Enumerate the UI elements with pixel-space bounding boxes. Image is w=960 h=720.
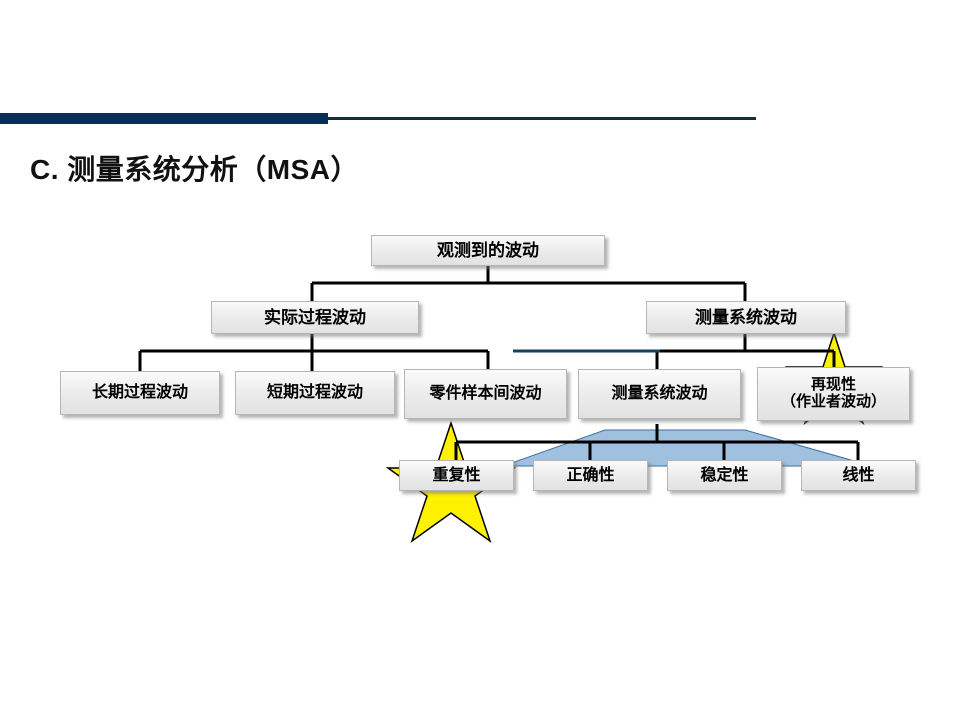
- node-linearity[interactable]: 线性: [801, 460, 916, 491]
- node-observed-variation[interactable]: 观测到的波动: [371, 235, 605, 266]
- node-part-to-part-variation[interactable]: 零件样本间波动: [404, 369, 567, 419]
- node-label: 线性: [842, 466, 875, 484]
- node-label: 观测到的波动: [437, 240, 539, 260]
- page-title: C. 测量系统分析（MSA）: [30, 154, 360, 185]
- node-label: 稳定性: [700, 466, 749, 484]
- header-accent-line: [328, 117, 756, 120]
- node-measurement-system-variation[interactable]: 测量系统波动: [646, 301, 846, 334]
- node-short-term-process-variation[interactable]: 短期过程波动: [235, 371, 395, 415]
- node-label: 再现性 （作业者波动）: [780, 376, 886, 410]
- node-label: 短期过程波动: [266, 384, 363, 402]
- node-actual-process-variation[interactable]: 实际过程波动: [211, 301, 419, 334]
- node-repeatability[interactable]: 重复性: [399, 460, 514, 491]
- node-label: 长期过程波动: [91, 384, 188, 402]
- node-label: 实际过程波动: [264, 307, 366, 327]
- node-accuracy[interactable]: 正确性: [533, 460, 648, 491]
- node-ms-variation[interactable]: 测量系统波动: [578, 369, 741, 419]
- node-label: 测量系统波动: [695, 307, 797, 327]
- node-label: 零件样本间波动: [429, 385, 542, 403]
- node-stability[interactable]: 稳定性: [667, 460, 782, 491]
- header-accent-bar: [0, 113, 328, 124]
- node-label: 测量系统波动: [611, 385, 708, 403]
- node-long-term-process-variation[interactable]: 长期过程波动: [60, 371, 220, 415]
- node-reproducibility[interactable]: 再现性 （作业者波动）: [757, 367, 910, 421]
- node-label: 正确性: [566, 466, 615, 484]
- node-label: 重复性: [432, 466, 481, 484]
